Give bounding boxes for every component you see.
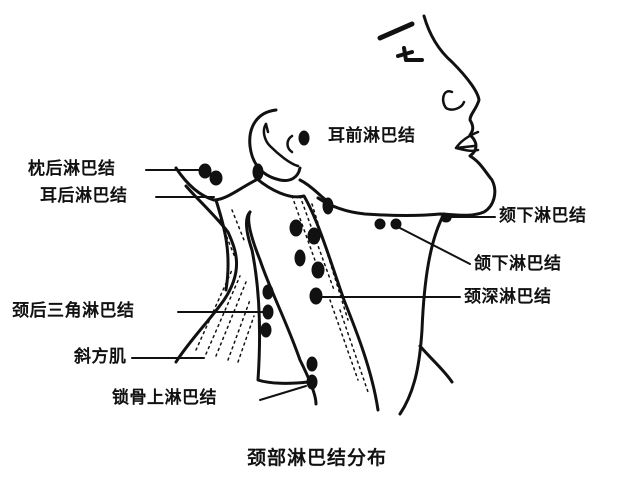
node-supraclavicular [306, 374, 318, 390]
ear-inner [262, 122, 300, 168]
node-postauricular [252, 163, 264, 181]
node-deep-cervical [289, 219, 303, 237]
leader-submandibular [397, 226, 471, 265]
node-deep-cervical [307, 227, 321, 245]
node-supraclavicular [306, 356, 318, 372]
label-occipital-nodes: 枕后淋巴结 [28, 159, 116, 179]
node-deep-cervical [294, 249, 306, 267]
posterior-triangle-outline [244, 210, 310, 385]
figure-title: 颈部淋巴结分布 [247, 447, 388, 469]
label-posterior-triangle-nodes: 颈后三角淋巴结 [12, 301, 135, 321]
nostril [441, 89, 466, 111]
lips [454, 130, 480, 153]
label-deep-cervical-nodes: 颈深淋巴结 [464, 287, 552, 307]
node-upper-deep [322, 197, 334, 215]
label-submental-nodes: 颏下淋巴结 [499, 206, 587, 226]
node-posterior-triangle [262, 284, 274, 300]
label-preauricular-nodes: 耳前淋巴结 [328, 126, 416, 146]
eye [396, 46, 424, 62]
throat-outline [398, 212, 454, 416]
node-occipital [209, 170, 223, 186]
label-supraclavicular-nodes: 锁骨上淋巴结 [112, 388, 217, 408]
sternocleidomastoid-outer [254, 176, 380, 412]
node-preauricular [298, 130, 310, 146]
face-profile-outline [316, 14, 497, 217]
trapezius-outline [174, 184, 239, 364]
leader-lines [131, 169, 496, 401]
muscle-fiber-dots [195, 195, 369, 393]
jawline [298, 178, 328, 202]
eyebrow [377, 21, 415, 41]
label-trapezius-muscle: 斜方肌 [74, 347, 127, 367]
label-submandibular-nodes: 颌下淋巴结 [474, 254, 562, 274]
node-posterior-triangle [260, 322, 272, 338]
label-postauricular-nodes: 耳后淋巴结 [40, 186, 128, 206]
node-occipital [198, 163, 212, 179]
node-submandibular [374, 218, 386, 230]
leader-supraclavicular [259, 385, 307, 401]
node-submental [440, 213, 452, 223]
ear-lobe-detail [264, 122, 270, 134]
node-deep-cervical [311, 261, 325, 279]
